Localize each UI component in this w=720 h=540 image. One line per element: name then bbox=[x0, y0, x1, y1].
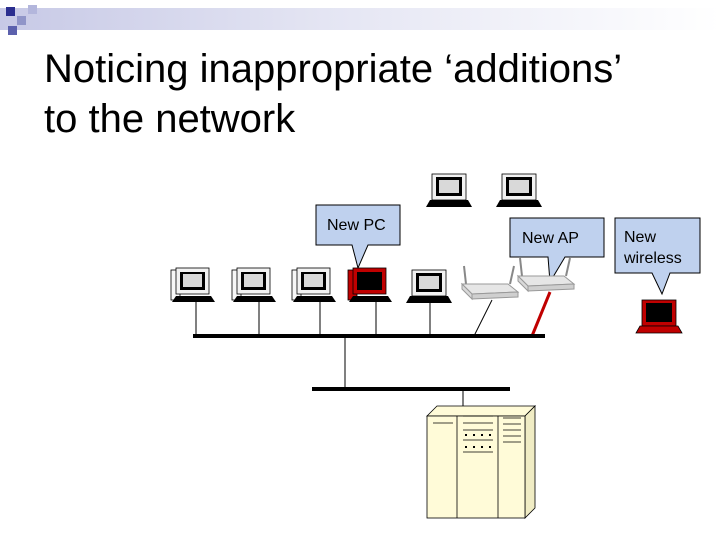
bullet-square-3 bbox=[8, 26, 17, 35]
callout-new-wireless-label-1: New bbox=[624, 229, 656, 246]
page-title-line-1: Noticing inappropriate ‘additions’ bbox=[44, 47, 623, 91]
pc-2 bbox=[231, 267, 277, 303]
callout-new-pc-label: New PC bbox=[327, 217, 386, 234]
laptop-lan bbox=[405, 269, 453, 304]
laptop-top-1 bbox=[425, 173, 473, 208]
bullet-square-2 bbox=[17, 16, 26, 25]
wireless-laptop-new bbox=[635, 299, 683, 334]
page-title: Noticing inappropriate ‘additions’ to th… bbox=[44, 44, 704, 144]
drop-lines bbox=[195, 299, 493, 337]
callout-new-pc: New PC bbox=[315, 204, 401, 270]
server-rack bbox=[426, 405, 536, 519]
callout-new-ap-label: New AP bbox=[522, 230, 579, 247]
page-title-line-2: to the network bbox=[44, 97, 296, 141]
bullet-square-4 bbox=[28, 5, 37, 14]
callout-new-wireless-label-2: wireless bbox=[623, 250, 682, 267]
access-point-1 bbox=[461, 265, 519, 300]
header-gradient-bar bbox=[0, 8, 720, 30]
pc-new-rogue bbox=[347, 267, 393, 303]
laptop-top-2 bbox=[495, 173, 543, 208]
rogue-ap-link bbox=[530, 291, 552, 337]
access-point-new bbox=[517, 257, 575, 292]
callout-new-ap: New AP bbox=[509, 217, 605, 284]
pc-1 bbox=[170, 267, 216, 303]
callout-new-wireless: New wireless bbox=[614, 217, 701, 296]
bullet-square-1 bbox=[6, 7, 15, 16]
pc-3 bbox=[291, 267, 337, 303]
